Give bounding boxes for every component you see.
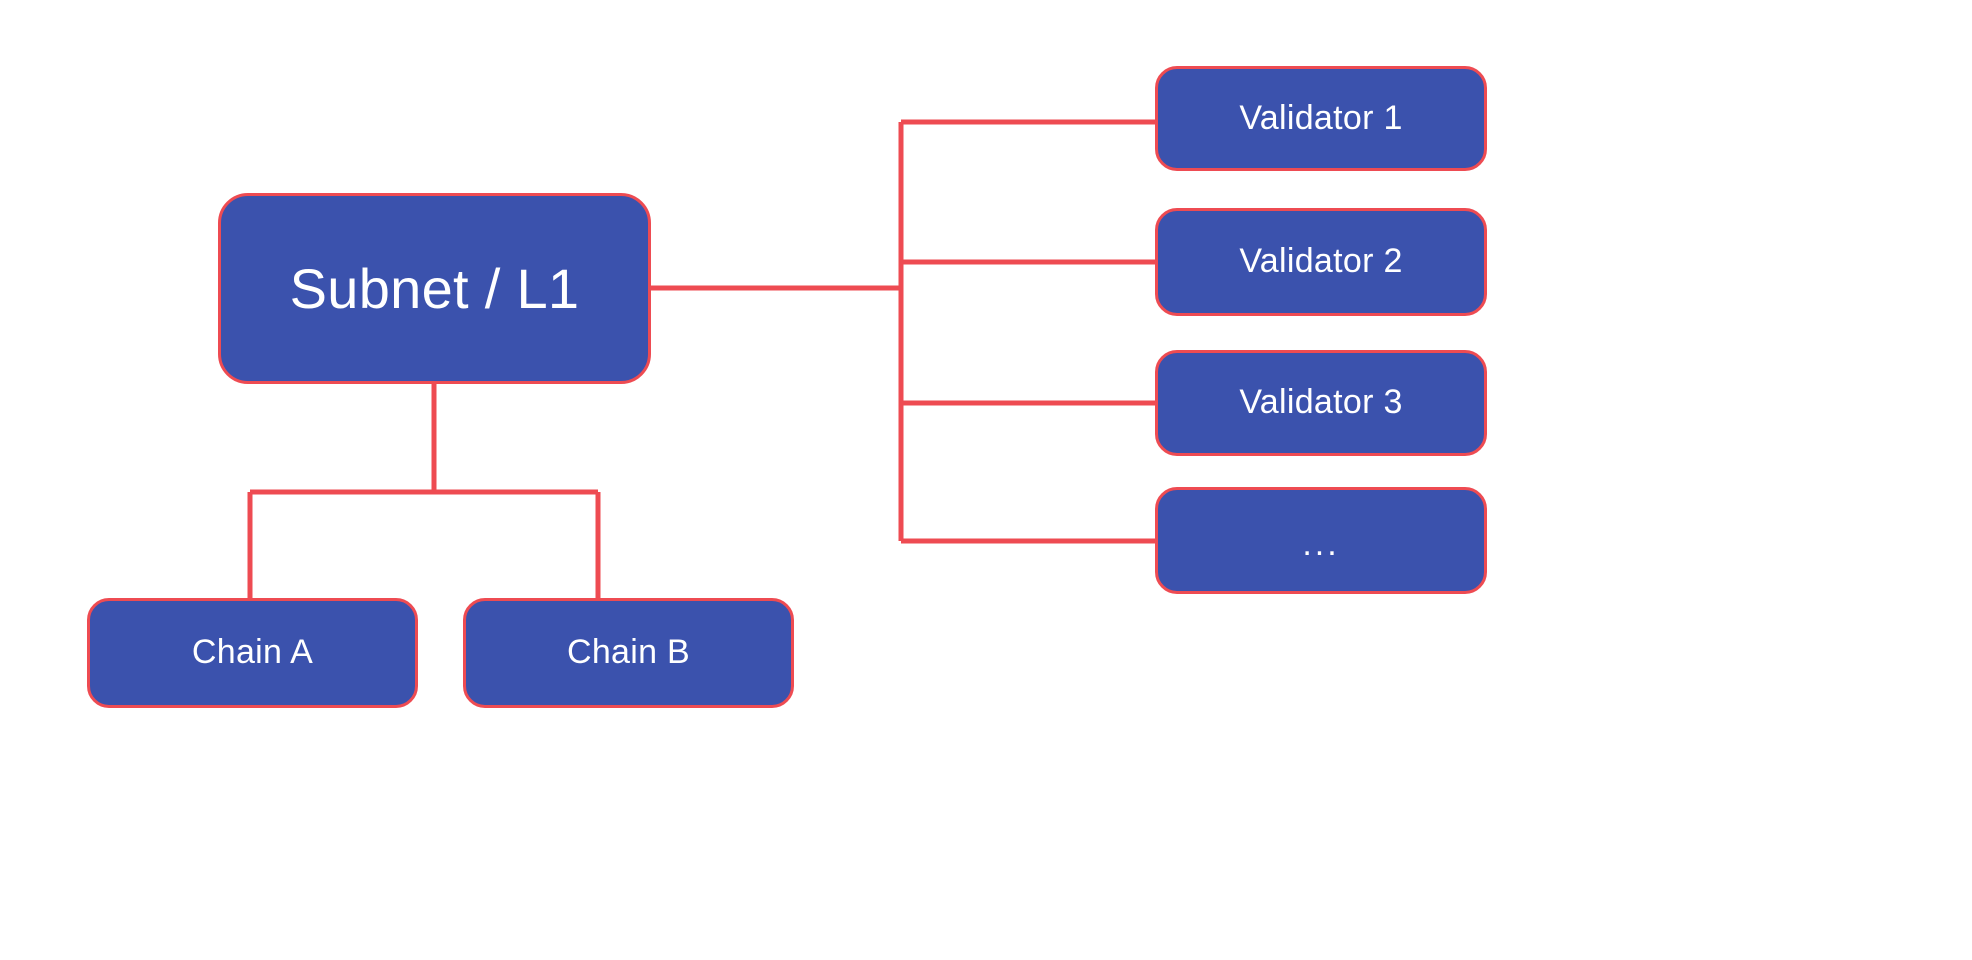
node-validator-3[interactable]: Validator 3 <box>1155 350 1487 456</box>
node-chain-a[interactable]: Chain A <box>87 598 418 708</box>
node-validator-more-label: ... <box>1302 524 1340 563</box>
node-subnet-l1[interactable]: Subnet / L1 <box>218 193 651 384</box>
node-validator-more[interactable]: ... <box>1155 487 1487 594</box>
node-validator-2[interactable]: Validator 2 <box>1155 208 1487 316</box>
node-validator-3-label: Validator 3 <box>1239 383 1403 422</box>
node-chain-b[interactable]: Chain B <box>463 598 794 708</box>
node-subnet-l1-label: Subnet / L1 <box>289 256 580 320</box>
node-validator-1[interactable]: Validator 1 <box>1155 66 1487 171</box>
node-validator-1-label: Validator 1 <box>1239 98 1403 137</box>
node-chain-a-label: Chain A <box>191 633 314 672</box>
node-chain-b-label: Chain B <box>566 633 691 672</box>
node-validator-2-label: Validator 2 <box>1239 242 1403 281</box>
